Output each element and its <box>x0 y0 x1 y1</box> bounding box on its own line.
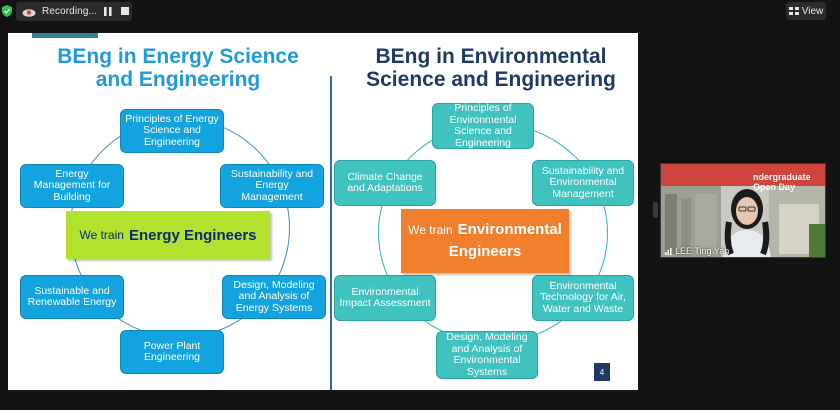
node-principles-energy: Principles of Energy Science and Enginee… <box>120 109 224 153</box>
right-title-line2: Science and Engineering <box>366 68 616 91</box>
left-program-title: BEng in Energy Science and Engineering <box>48 45 308 91</box>
audio-signal-icon <box>665 248 672 255</box>
environmental-callout-emphasis-1: Environmental <box>457 221 562 238</box>
participant-name-tag: LEE Ting Yan <box>665 245 729 257</box>
left-title-line1: BEng in Energy Science <box>57 45 299 68</box>
node-design-energy-systems: Design, Modeling and Analysis of Energy … <box>222 275 326 319</box>
environmental-callout-text: We train Environmental Engineers <box>408 219 562 263</box>
energy-engineers-callout: We train Energy Engineers <box>66 211 270 259</box>
right-title-line1: BEng in Environmental <box>375 45 607 68</box>
node-design-energy-systems-label: Design, Modeling and Analysis of Energy … <box>233 278 315 314</box>
slide-divider <box>330 76 332 390</box>
environmental-callout-prefix: We train <box>408 223 453 237</box>
node-power-plant: Power Plant Engineering <box>120 330 224 374</box>
view-button-label: View <box>801 5 824 17</box>
node-energy-building-label: Energy Management for Building <box>33 167 111 203</box>
participant-name: LEE Ting Yan <box>675 246 730 256</box>
participant-video-tile[interactable]: ndergraduate Open Day LEE Ting Yan <box>660 163 826 258</box>
node-design-environmental-systems-label: Design, Modeling and Analysis of Environ… <box>446 331 528 378</box>
energy-callout-prefix: We train <box>79 228 124 242</box>
energy-callout-emphasis: Energy Engineers <box>128 226 257 244</box>
node-environmental-technology: Environmental Technology for Air, Water … <box>532 275 634 321</box>
cloud-recording-icon <box>22 8 36 17</box>
node-sustainability-energy: Sustainability and Energy Management <box>220 164 324 208</box>
node-renewable-energy-label: Sustainable and Renewable Energy <box>27 284 117 308</box>
gallery-scroll-handle[interactable] <box>653 202 658 218</box>
node-principles-environmental: Principles of Environmental Science and … <box>432 102 534 149</box>
video-banner-text: ndergraduate Open Day <box>753 172 811 192</box>
left-title-line2: and Engineering <box>95 68 261 91</box>
participant-video-image <box>661 164 825 257</box>
environmental-callout-emphasis-2: Engineers <box>448 243 522 260</box>
recording-indicator: Recording... <box>16 2 132 21</box>
environmental-engineers-callout: We train Environmental Engineers <box>401 209 569 273</box>
stop-recording-button[interactable] <box>119 6 131 17</box>
node-sustainability-environmental-label: Sustainability and Environmental Managem… <box>541 164 625 200</box>
node-power-plant-label: Power Plant Engineering <box>143 339 201 363</box>
grid-view-icon <box>788 7 799 15</box>
node-sustainability-environmental: Sustainability and Environmental Managem… <box>532 160 634 206</box>
pause-recording-button[interactable] <box>102 6 114 17</box>
node-impact-assessment: Environmental Impact Assessment <box>334 275 436 321</box>
node-principles-energy-label: Principles of Energy Science and Enginee… <box>125 112 219 148</box>
slide-accent-bar <box>32 33 98 38</box>
view-button[interactable]: View <box>786 2 826 20</box>
shield-check-icon <box>2 5 12 17</box>
slide-page-number: 4 <box>594 363 610 381</box>
node-impact-assessment-label: Environmental Impact Assessment <box>339 285 431 309</box>
node-environmental-technology-label: Environmental Technology for Air, Water … <box>540 279 626 315</box>
node-sustainability-energy-label: Sustainability and Energy Management <box>230 167 314 203</box>
node-design-environmental-systems: Design, Modeling and Analysis of Environ… <box>436 331 538 379</box>
node-principles-environmental-label: Principles of Environmental Science and … <box>449 102 517 149</box>
recording-label: Recording... <box>42 6 98 17</box>
node-climate-change-label: Climate Change and Adaptations <box>347 170 423 194</box>
node-renewable-energy: Sustainable and Renewable Energy <box>20 275 124 319</box>
top-toolbar: Recording... View <box>0 0 840 24</box>
right-program-title: BEng in Environmental Science and Engine… <box>356 45 626 91</box>
node-energy-building: Energy Management for Building <box>20 164 124 208</box>
shared-slide: BEng in Energy Science and Engineering B… <box>8 33 638 390</box>
node-climate-change: Climate Change and Adaptations <box>334 160 436 206</box>
